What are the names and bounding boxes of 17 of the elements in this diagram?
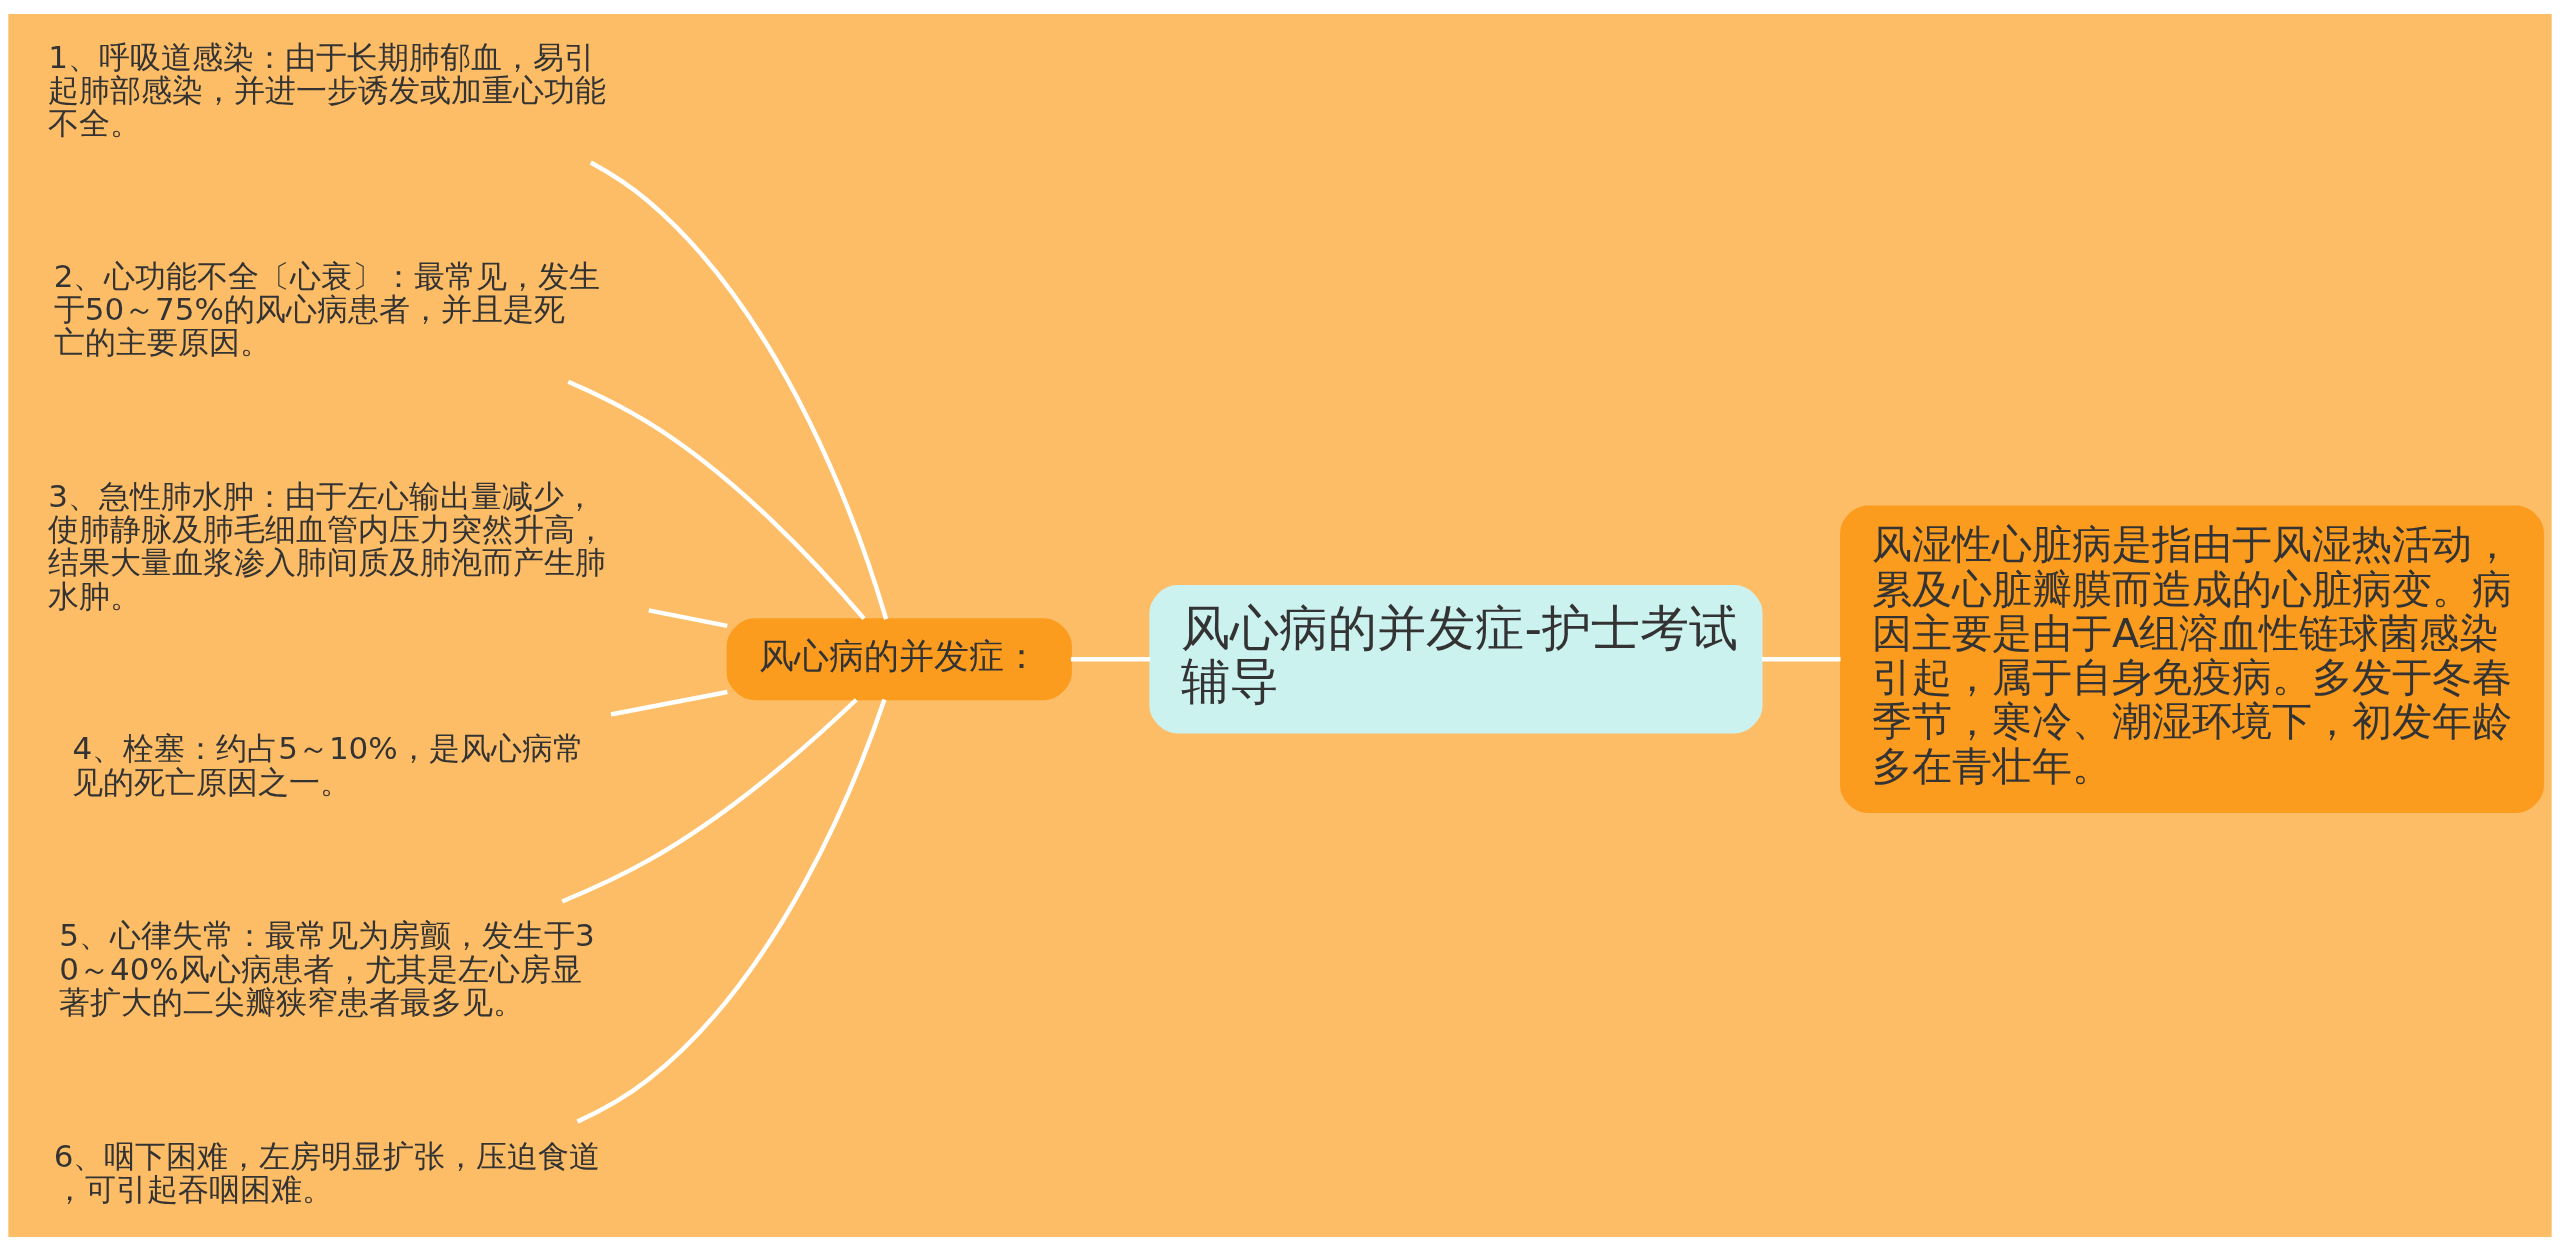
- node-text: 2、心功能不全〔心衰〕：最常见，发生于50～75%的风心病患者，并且是死亡的主要原因。: [53, 257, 601, 361]
- connector: [567, 379, 866, 621]
- node-box: 风心病的并发症-护士考试辅导: [1149, 585, 1763, 734]
- node-text: 1、呼吸道感染：由于长期肺郁血，易引起肺部感染，并进一步诱发或加重心功能不全。: [48, 38, 607, 141]
- connector: [1070, 657, 1151, 662]
- connector: [589, 160, 889, 620]
- node-text: 4、栓塞：约占5～10%，是风心病常见的死亡原因之一。: [72, 730, 584, 800]
- connector: [561, 698, 858, 904]
- connector: [576, 698, 887, 1124]
- node-box: 风湿性心脏病是指由于风湿热活动，累及心脏瓣膜而造成的心脏病变。病因主要是由于A组溶血性链球菌感染引起，属于自身免疫病。多发于冬春季节，寒冷、潮湿环境下，初发年龄多在青壮年。: [1840, 505, 2544, 814]
- node-text: 3、急性肺水肿：由于左心输出量减少，使肺静脉及肺毛细血管内压力突然升高，结果大量血浆渗入肺间质及肺泡而产生肺水肿。: [48, 477, 607, 614]
- node-text: 5、心律失常：最常见为房颤，发生于30～40%风心病患者，尤其是左心房显著扩大的二尖瓣狭窄患者最多见。: [59, 917, 595, 1020]
- connector: [610, 689, 728, 717]
- connector: [1762, 657, 1841, 662]
- connector: [648, 608, 728, 629]
- node-box: 风心病的并发症：: [726, 618, 1072, 701]
- node-text: 6、咽下困难，左房明显扩张，压迫食道，可引起吞咽困难。: [53, 1137, 601, 1207]
